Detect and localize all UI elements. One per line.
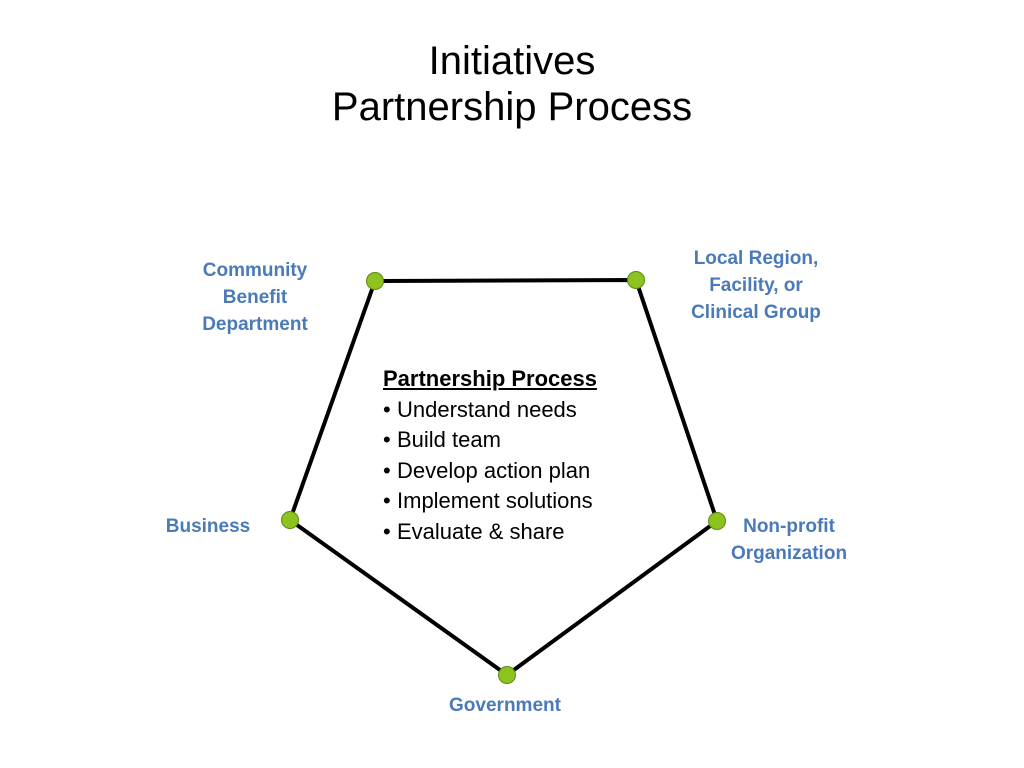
label-line: Clinical Group xyxy=(691,302,821,323)
label-line: Community xyxy=(202,260,308,281)
label-line: Government xyxy=(449,695,561,716)
process-step: •Build team xyxy=(383,425,663,456)
process-step-text: Understand needs xyxy=(397,396,577,422)
process-step-text: Implement solutions xyxy=(397,488,593,513)
bullet-icon: • xyxy=(383,488,391,513)
label-non-profit-organization: Non-profit Organization xyxy=(714,513,864,567)
process-step-text: Develop action plan xyxy=(397,457,591,483)
node-dot-non-profit xyxy=(708,512,726,530)
process-step-text: Evaluate & share xyxy=(397,518,565,544)
node-dot-business xyxy=(281,511,299,529)
pentagon-outline xyxy=(288,278,719,677)
process-step: •Evaluate & share xyxy=(383,517,663,548)
node-dot-community xyxy=(366,272,384,290)
label-business: Business xyxy=(148,513,268,540)
label-local-region: Local Region, Facility, or Clinical Grou… xyxy=(666,245,846,326)
label-line: Department xyxy=(202,314,308,335)
label-line: Benefit xyxy=(222,287,288,308)
process-steps-list: •Understand needs •Build team •Develop a… xyxy=(383,395,663,548)
label-line: Business xyxy=(165,516,251,537)
process-heading: Partnership Process xyxy=(383,366,597,391)
process-step: •Understand needs xyxy=(383,395,663,426)
title-line-1: Initiatives xyxy=(428,39,596,83)
process-step-text: Build team xyxy=(397,427,501,452)
process-step: •Implement solutions xyxy=(383,486,663,517)
label-line: Facility, or xyxy=(709,275,803,296)
slide-title: Initiatives Partnership Process xyxy=(0,38,1024,130)
label-line: Local Region, xyxy=(693,248,819,269)
node-dot-local-region xyxy=(627,271,645,289)
label-line: Organization xyxy=(730,543,848,564)
bullet-icon: • xyxy=(383,518,391,544)
bullet-icon: • xyxy=(383,457,391,483)
label-line: Non-profit xyxy=(743,516,835,537)
bullet-icon: • xyxy=(383,396,391,422)
title-line-2: Partnership Process xyxy=(331,85,693,129)
partnership-process-box: Partnership Process •Understand needs •B… xyxy=(383,364,663,547)
process-step: •Develop action plan xyxy=(383,456,663,487)
bullet-icon: • xyxy=(383,427,391,452)
node-dot-government xyxy=(498,666,516,684)
label-community-benefit-department: Community Benefit Department xyxy=(175,257,335,338)
label-government: Government xyxy=(430,692,580,719)
